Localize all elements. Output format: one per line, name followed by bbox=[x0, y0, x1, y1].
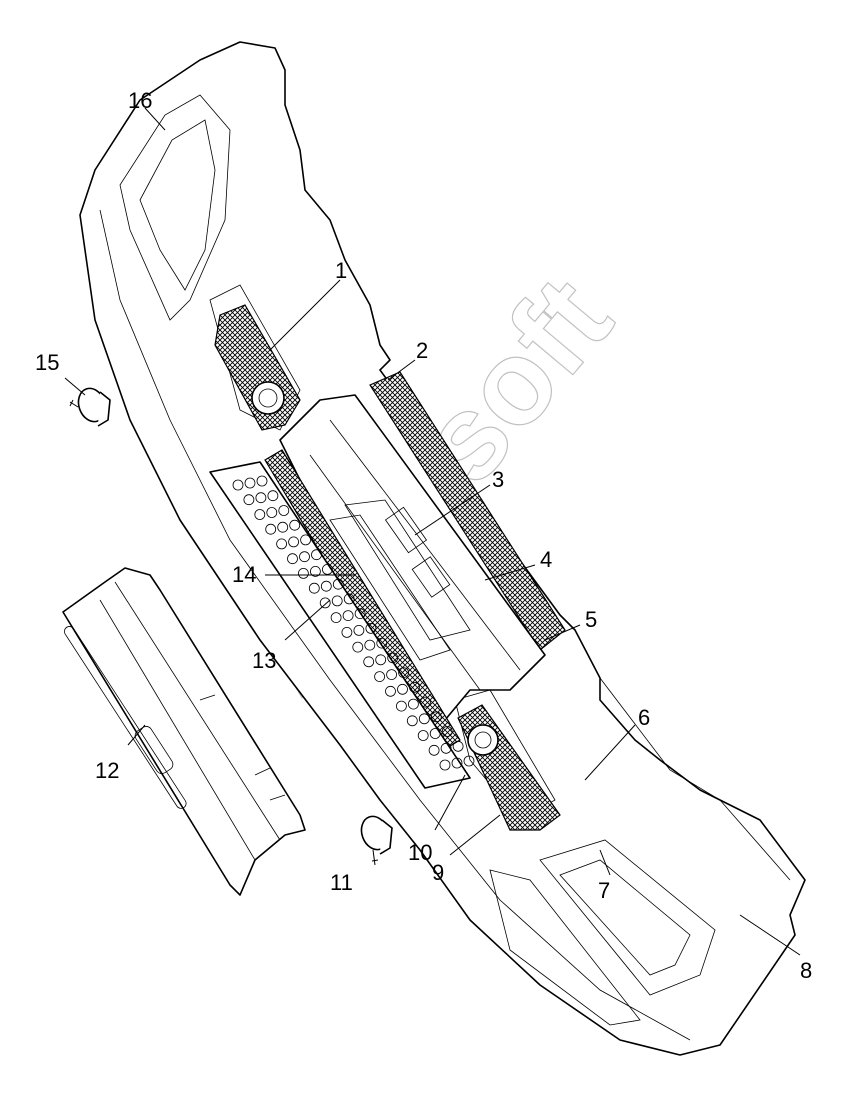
perforation-hole bbox=[409, 681, 420, 693]
callout-6: 6 bbox=[638, 705, 650, 730]
perforation-hole bbox=[331, 595, 343, 607]
perforation-hole bbox=[300, 534, 312, 546]
perforation-hole bbox=[363, 656, 375, 668]
perforation-hole bbox=[406, 715, 418, 727]
perforation-hole bbox=[319, 597, 331, 609]
callout-11: 11 bbox=[330, 870, 353, 895]
perforation-hole bbox=[428, 744, 440, 756]
callout-9: 9 bbox=[432, 860, 444, 885]
callout-7: 7 bbox=[598, 878, 610, 903]
perforation-hole bbox=[417, 730, 429, 741]
perforation-hole bbox=[308, 582, 320, 594]
callout-3: 3 bbox=[492, 467, 504, 492]
perforation-hole bbox=[342, 610, 354, 621]
perforation-hole bbox=[266, 507, 278, 518]
plug-cap-15 bbox=[69, 387, 111, 427]
plug-cap-11 bbox=[360, 815, 393, 866]
perforation-hole bbox=[407, 698, 419, 710]
perforation-hole bbox=[297, 568, 309, 579]
perforation-hole bbox=[265, 523, 277, 535]
perforation-hole bbox=[332, 578, 344, 590]
callout-1: 1 bbox=[335, 258, 347, 283]
perforation-hole bbox=[364, 639, 376, 651]
perforation-hole bbox=[374, 671, 386, 682]
perforation-hole bbox=[441, 726, 453, 737]
perforation-hole bbox=[311, 549, 322, 561]
perforation-hole bbox=[267, 490, 279, 502]
fog-lamp-left bbox=[251, 381, 285, 415]
perforation-hole bbox=[299, 551, 310, 563]
perforation-hole bbox=[278, 505, 290, 516]
callout-10: 10 bbox=[408, 840, 432, 865]
callout-2: 2 bbox=[416, 338, 428, 363]
perforation-hole bbox=[256, 475, 268, 487]
perforation-hole bbox=[341, 627, 353, 638]
leader-lines bbox=[64, 107, 801, 956]
perforation-hole bbox=[354, 608, 366, 619]
perforation-hole bbox=[232, 479, 244, 491]
callout-13: 13 bbox=[252, 648, 276, 673]
perforation-hole bbox=[463, 755, 475, 767]
callout-5: 5 bbox=[585, 607, 597, 632]
perforation-hole bbox=[387, 652, 399, 664]
perforation-hole bbox=[365, 623, 377, 634]
perforation-hole bbox=[430, 711, 442, 723]
perforation-hole bbox=[244, 477, 256, 489]
perforation-hole bbox=[386, 669, 398, 680]
perforation-hole bbox=[397, 683, 408, 695]
perforation-hole bbox=[276, 538, 288, 550]
callout-15: 15 bbox=[35, 350, 59, 375]
perforation-hole bbox=[287, 553, 298, 565]
callout-8: 8 bbox=[800, 958, 812, 983]
perforation-hole bbox=[352, 641, 364, 653]
perforation-hole bbox=[419, 696, 431, 708]
perforation-hole bbox=[254, 509, 266, 520]
perforation-hole bbox=[418, 713, 430, 725]
callout-16: 16 bbox=[128, 88, 152, 113]
perforated-step-panel bbox=[209, 461, 475, 789]
perforation-hole bbox=[320, 580, 332, 592]
perforation-hole bbox=[375, 654, 387, 666]
perforation-hole bbox=[243, 494, 255, 506]
perforation-hole bbox=[289, 519, 301, 531]
perforation-hole bbox=[277, 521, 289, 533]
fog-lamp-right bbox=[467, 724, 499, 756]
perforation-hole bbox=[376, 637, 388, 649]
callout-12: 12 bbox=[95, 758, 119, 783]
perforation-hole bbox=[343, 593, 355, 605]
perforation-hole bbox=[429, 728, 441, 739]
perforation-hole bbox=[439, 759, 451, 771]
callout-labels: 1 2 3 4 5 6 7 8 9 10 11 12 13 14 15 16 bbox=[35, 88, 812, 983]
cover-plate bbox=[62, 567, 306, 896]
perforation-hole bbox=[395, 700, 407, 712]
perforation-hole bbox=[321, 564, 333, 575]
perforation-hole bbox=[353, 625, 365, 636]
perforation-hole bbox=[398, 667, 410, 678]
perforation-hole bbox=[288, 536, 300, 548]
center-mesh-strip bbox=[369, 371, 566, 651]
callout-14: 14 bbox=[232, 562, 256, 587]
perforation-hole bbox=[255, 492, 267, 504]
perforation-hole bbox=[330, 612, 342, 623]
perforation-hole bbox=[385, 685, 396, 697]
perforation-hole bbox=[309, 566, 321, 577]
perforation-hole bbox=[452, 740, 464, 752]
perforation-hole bbox=[440, 742, 452, 754]
perforation-hole bbox=[451, 757, 463, 769]
callout-4: 4 bbox=[540, 547, 552, 572]
